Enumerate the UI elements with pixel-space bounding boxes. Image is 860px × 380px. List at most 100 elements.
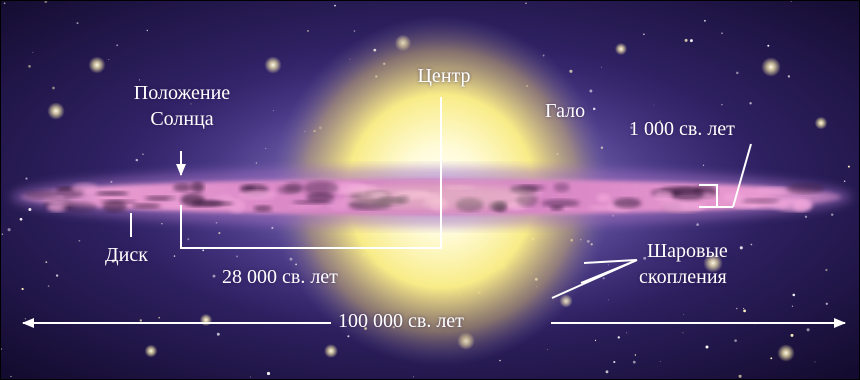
star (736, 307, 738, 310)
star (684, 38, 688, 42)
star (28, 64, 31, 68)
star (605, 370, 609, 374)
bright-star (614, 42, 628, 56)
star (146, 29, 149, 32)
star (743, 309, 746, 313)
star (825, 268, 828, 272)
dust-lane (740, 198, 780, 204)
dust-lane (785, 183, 825, 194)
dust-lane (102, 200, 127, 213)
star (78, 239, 81, 242)
star (814, 361, 816, 363)
star (594, 339, 597, 342)
star (44, 1, 48, 3)
thickness-bracket (699, 184, 718, 208)
star (139, 79, 141, 81)
star (825, 302, 828, 305)
dust-lane (253, 205, 272, 212)
star (790, 333, 794, 337)
star (116, 44, 119, 47)
star (806, 328, 810, 332)
star (689, 39, 693, 43)
star (32, 51, 34, 53)
star (111, 259, 115, 263)
star (767, 44, 770, 47)
label-globular-line2: скопления (639, 266, 727, 288)
star (613, 360, 616, 364)
bright-star (814, 116, 828, 130)
star (25, 177, 28, 180)
bright-star (761, 57, 781, 77)
star-cloud (777, 197, 812, 212)
label-diameter: 100 000 св. лет (338, 310, 464, 332)
star (24, 318, 26, 320)
star (738, 374, 742, 378)
star (749, 102, 752, 105)
star (705, 345, 709, 349)
dust-lane (303, 181, 339, 195)
star (307, 30, 309, 32)
star (45, 261, 48, 263)
star (158, 316, 160, 319)
star (52, 86, 55, 90)
star-cloud (663, 205, 704, 211)
star (547, 349, 548, 351)
label-halo: Гало (545, 100, 586, 122)
star (703, 19, 706, 22)
star (721, 103, 723, 106)
star (19, 217, 23, 221)
dust-lane (306, 192, 335, 202)
star (7, 228, 11, 232)
star-cloud (659, 199, 699, 205)
dust-lane (24, 190, 61, 199)
star (830, 213, 834, 216)
star (847, 165, 850, 168)
dust-lane (173, 183, 193, 192)
bright-star (144, 344, 158, 358)
dust-lane (541, 199, 580, 208)
star (736, 71, 739, 75)
bright-star (324, 344, 338, 358)
globular-pointer-1 (583, 259, 638, 264)
star-cloud (654, 190, 673, 201)
label-globular-line1: Шаровые (647, 240, 728, 262)
star (750, 243, 753, 246)
dust-lane (131, 203, 161, 209)
star (643, 33, 645, 35)
star (47, 285, 50, 287)
star (634, 354, 637, 356)
star (108, 59, 110, 60)
star (734, 339, 737, 342)
star (412, 376, 414, 378)
star (28, 207, 32, 212)
star-cloud (245, 191, 271, 198)
dust-lane (519, 184, 546, 191)
bright-star (777, 344, 795, 362)
star (804, 215, 808, 218)
dust-lane (95, 191, 129, 196)
star (266, 371, 271, 376)
star-cloud (228, 198, 246, 213)
dust-lane (553, 182, 570, 193)
star (790, 1, 792, 3)
star-cloud (71, 182, 98, 193)
star (353, 30, 356, 32)
label-disk: Диск (105, 244, 148, 266)
dust-lane (191, 181, 205, 193)
star (1, 348, 2, 350)
dust-lane (292, 200, 334, 205)
star (249, 376, 251, 378)
globular-pointer-3 (551, 259, 638, 299)
label-sun-position-line2: Солнца (150, 108, 214, 130)
dust-lane (284, 182, 304, 193)
star (76, 22, 79, 25)
star (334, 4, 336, 7)
star (617, 336, 620, 339)
label-sun-position-line1: Положение (133, 82, 231, 104)
dust-lane (660, 186, 702, 195)
star (791, 305, 793, 307)
star (525, 2, 527, 4)
dust-lane (195, 201, 234, 206)
